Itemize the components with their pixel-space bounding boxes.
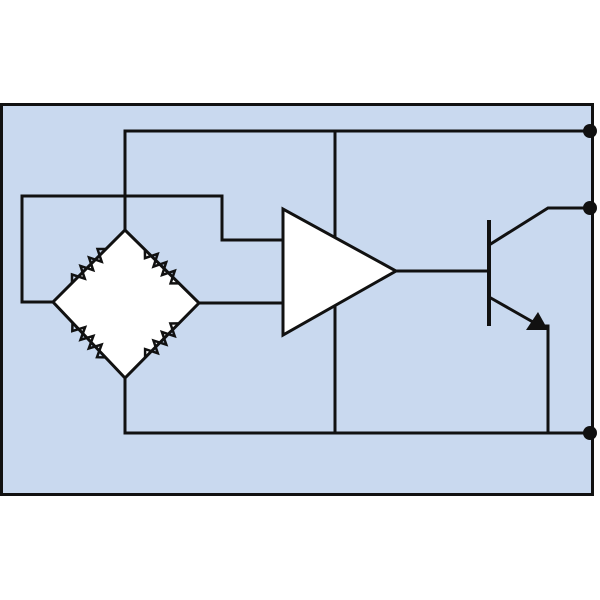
collector-wire <box>486 206 592 248</box>
circuit-wires <box>20 129 592 435</box>
emitter-arrow-icon <box>526 312 548 330</box>
terminal-middle <box>583 201 597 215</box>
resistor-bottom-right <box>143 322 179 358</box>
terminal-bottom <box>583 426 597 440</box>
resistor-top-left <box>70 247 106 283</box>
bridge-body <box>50 227 202 381</box>
terminal-top <box>583 124 597 138</box>
bridge-resistors <box>70 247 180 359</box>
resistor-top-right <box>143 249 180 285</box>
bottom-ground-rail <box>123 376 592 435</box>
bridge-left-feedback-wire <box>20 194 285 304</box>
resistor-bottom-left <box>71 322 106 359</box>
amplifier-triangle <box>281 206 400 338</box>
